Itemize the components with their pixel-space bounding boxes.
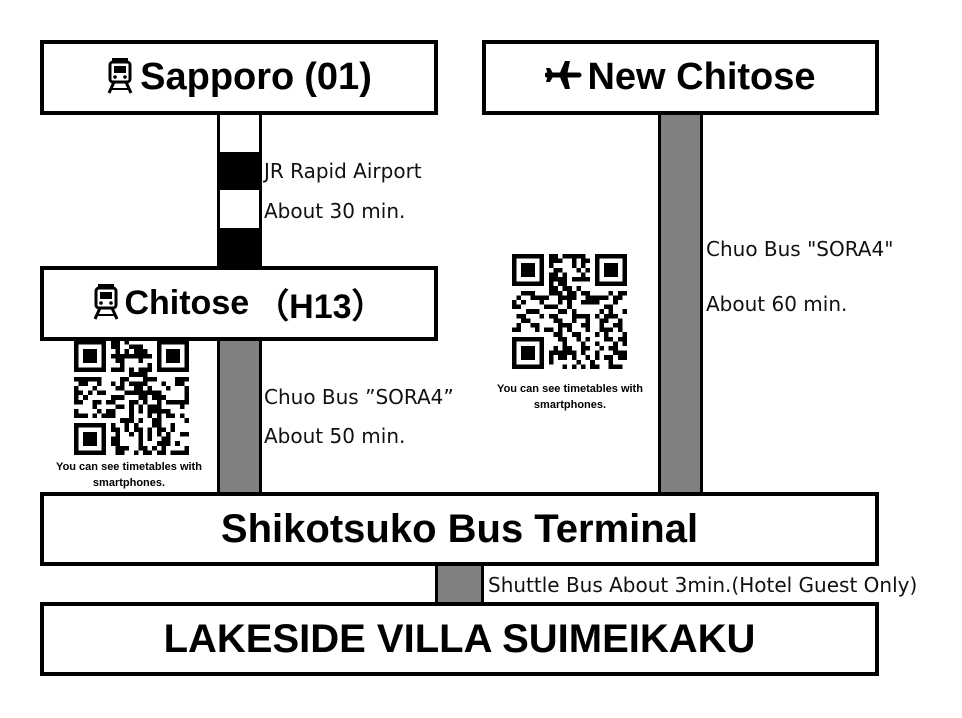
jr-rail-line [217,112,262,270]
qr-caption-line: You can see timetables with [497,383,643,395]
station-chitose: Chitose （H13） [40,266,438,341]
chitose-bus-line [217,338,262,496]
station-name: Chitose [124,284,250,322]
qr-code-icon[interactable] [512,254,627,374]
airport-bus-line-label: Chuo Bus "SORA4" [706,237,894,261]
station-name: New Chitose [587,56,816,98]
train-icon [106,56,134,99]
chitose-bus-line-label: Chuo Bus ”SORA4” [264,385,454,409]
train-icon [92,282,120,325]
destination-hotel: LAKESIDE VILLA SUIMEIKAKU [40,602,879,676]
station-code: (01) [304,56,372,98]
rail-segment [220,152,259,190]
qr-code-icon[interactable] [74,340,189,460]
station-name: Shikotsuko Bus Terminal [220,506,699,551]
airport-bus-time-label: About 60 min. [706,292,848,316]
airport-bus-line [658,112,703,496]
qr-caption-line: smartphones. [533,399,607,411]
chitose-bus-time-label: About 50 min. [264,424,406,448]
station-terminal: Shikotsuko Bus Terminal [40,492,879,566]
rail-segment [220,228,259,270]
jr-time-label: About 30 min. [264,199,406,223]
qr-caption-line: smartphones. [92,477,166,489]
shuttle-bus-line [435,563,484,605]
shuttle-label: Shuttle Bus About 3min.(Hotel Guest Only… [488,573,918,597]
station-sapporo: Sapporo (01) [40,40,438,115]
station-new-chitose: New Chitose [482,40,879,115]
airplane-icon [544,60,583,95]
jr-line-label: JR Rapid Airport [264,159,422,183]
station-name: Sapporo [140,56,295,98]
qr-caption-line: You can see timetables with [56,461,202,473]
hotel-name: LAKESIDE VILLA SUIMEIKAKU [163,616,756,661]
station-code: （H13） [255,288,386,326]
qr-caption: You can see timetables with smartphones. [34,459,224,491]
qr-caption: You can see timetables with smartphones. [475,381,665,413]
